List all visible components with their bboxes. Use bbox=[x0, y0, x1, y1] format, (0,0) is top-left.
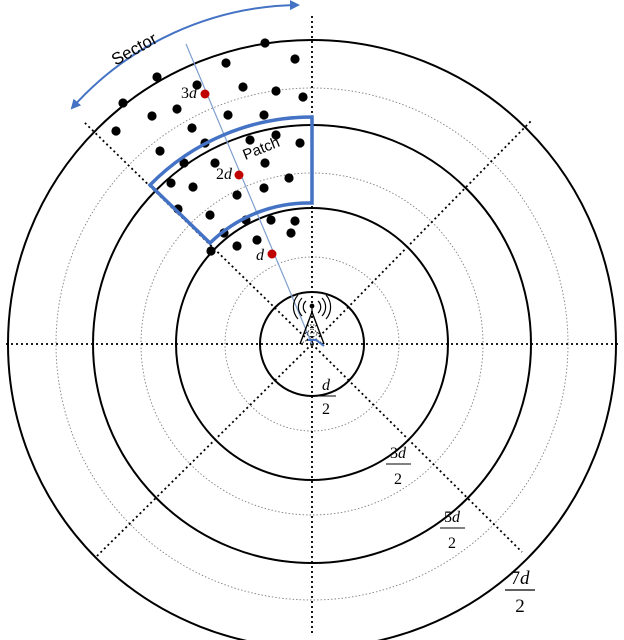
diagonal-sw bbox=[96, 343, 313, 557]
dotted-ring bbox=[55, 87, 569, 601]
ray-label-2d: 2d bbox=[216, 166, 233, 183]
user-dot bbox=[290, 54, 300, 64]
user-dot bbox=[271, 86, 281, 96]
radius-label-7d-over-2: 7d 2 bbox=[505, 568, 535, 617]
user-dot bbox=[286, 228, 296, 238]
svg-text:2: 2 bbox=[515, 596, 525, 617]
user-dot bbox=[238, 82, 248, 92]
user-dot bbox=[266, 215, 276, 225]
user-dot bbox=[188, 182, 198, 192]
antenna-tower-icon bbox=[292, 294, 332, 345]
base-station-link bbox=[308, 339, 325, 347]
diagonal-se bbox=[311, 343, 523, 553]
radius-label-half-d: d 2 bbox=[317, 377, 336, 418]
user-dot bbox=[205, 210, 215, 220]
user-dot bbox=[260, 38, 270, 48]
user-dot bbox=[147, 111, 157, 121]
svg-text:3d: 3d bbox=[390, 445, 407, 462]
user-dot bbox=[223, 110, 233, 120]
user-dot bbox=[210, 158, 220, 168]
user-dot bbox=[111, 126, 121, 136]
user-dot bbox=[260, 158, 270, 168]
ray-label-d: d bbox=[256, 247, 265, 264]
diagonal-ne bbox=[311, 120, 532, 345]
user-dot bbox=[221, 58, 231, 68]
user-dot bbox=[259, 183, 269, 193]
ray-point-d bbox=[267, 249, 277, 259]
user-dot bbox=[245, 135, 255, 145]
sector-label: Sector bbox=[108, 29, 160, 70]
user-dot bbox=[252, 235, 262, 245]
user-dot bbox=[232, 190, 242, 200]
user-dot bbox=[298, 92, 308, 102]
radius-label-5d-over-2: 5d 2 bbox=[440, 509, 465, 552]
svg-text:7d: 7d bbox=[511, 568, 531, 589]
ray-point-3d bbox=[200, 89, 210, 99]
user-dot bbox=[206, 246, 216, 256]
svg-text:2: 2 bbox=[394, 471, 402, 488]
user-dot bbox=[166, 178, 176, 188]
user-dot bbox=[290, 216, 300, 226]
ray-label-3d: 3d bbox=[181, 85, 198, 102]
patch-outline bbox=[147, 115, 314, 246]
user-dot bbox=[259, 110, 269, 120]
sector-arrow bbox=[70, 0, 300, 110]
svg-text:5d: 5d bbox=[444, 509, 461, 526]
diagonal-nw bbox=[83, 121, 313, 345]
user-dot bbox=[295, 138, 305, 148]
dotted-ring bbox=[224, 256, 400, 432]
user-dot bbox=[172, 104, 182, 114]
user-dot bbox=[284, 173, 294, 183]
user-dot bbox=[187, 123, 197, 133]
user-dot bbox=[179, 158, 189, 168]
radius-label-3d-over-2: 3d 2 bbox=[386, 445, 411, 488]
user-dot bbox=[271, 130, 281, 140]
svg-text:2: 2 bbox=[322, 401, 330, 418]
svg-text:d: d bbox=[322, 377, 331, 394]
user-dot bbox=[155, 146, 165, 156]
user-dot bbox=[118, 98, 128, 108]
user-dot bbox=[152, 72, 162, 82]
svg-text:2: 2 bbox=[448, 535, 456, 552]
sector-boundaries bbox=[6, 16, 620, 636]
ray-point-2d bbox=[234, 170, 244, 180]
user-dot bbox=[232, 241, 242, 251]
